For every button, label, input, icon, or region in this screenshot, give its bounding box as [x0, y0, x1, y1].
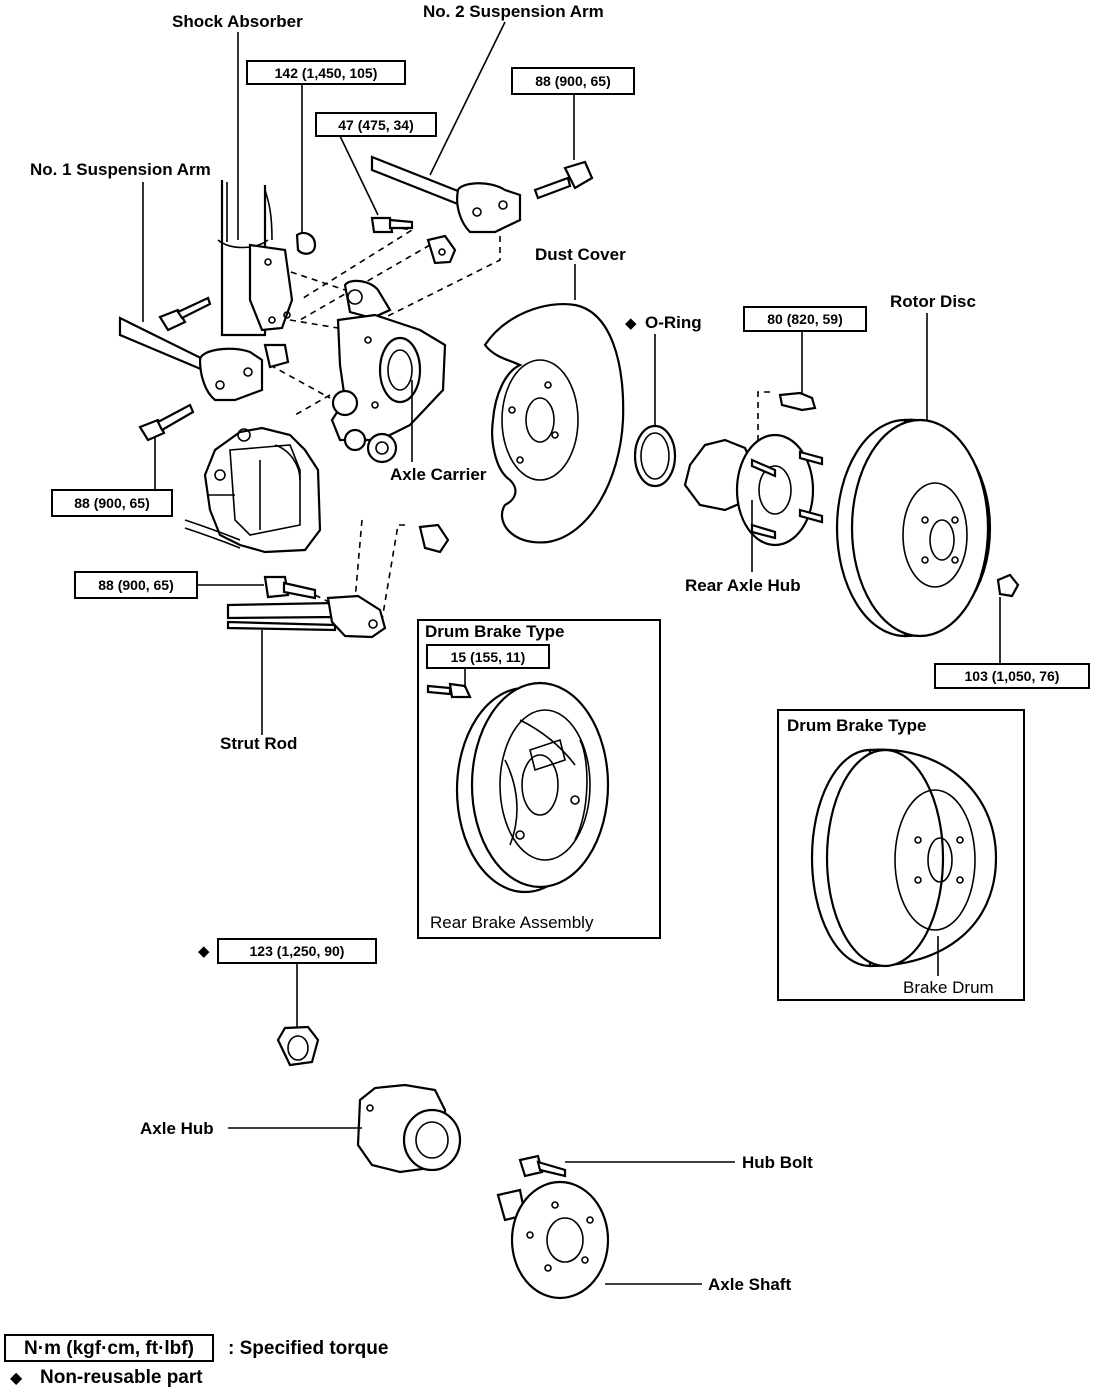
rear-brake-assembly-label: Rear Brake Assembly: [430, 913, 594, 932]
o-ring-part: [633, 424, 677, 488]
brake-drum-label: Brake Drum: [903, 978, 994, 997]
drum-brake-right-title: Drum Brake Type: [787, 716, 927, 735]
drum-brake-right-box: [777, 709, 1025, 1001]
torque-spec-88-top: 88 (900, 65): [511, 67, 635, 95]
dust-cover-part: [483, 303, 625, 544]
torque-spec-15: 15 (155, 11): [426, 644, 550, 669]
legend-nonreusable-icon: ◆: [10, 1370, 23, 1387]
torque-value: 103 (1,050, 76): [965, 668, 1060, 684]
torque-spec-88-caliper: 88 (900, 65): [51, 489, 173, 517]
axle-hub-nut-part: [276, 1025, 320, 1067]
no2-suspension-arm-label: No. 2 Suspension Arm: [423, 2, 604, 21]
shock-absorber-label: Shock Absorber: [172, 12, 303, 31]
strut-rod-part: [226, 594, 387, 639]
axle-shaft-label: Axle Shaft: [708, 1275, 791, 1294]
drum-brake-left-title: Drum Brake Type: [425, 622, 565, 641]
carrier-fasteners: [138, 160, 594, 600]
torque-value: 88 (900, 65): [74, 495, 150, 511]
hub-bolt-label: Hub Bolt: [742, 1153, 813, 1172]
torque-spec-47: 47 (475, 34): [315, 112, 437, 137]
legend-torque-desc: : Specified torque: [228, 1338, 388, 1359]
rear-axle-hub-label: Rear Axle Hub: [685, 576, 801, 595]
rear-axle-hub-part: [683, 391, 824, 547]
torque-value: 88 (900, 65): [535, 73, 611, 89]
torque-spec-142: 142 (1,450, 105): [246, 60, 406, 85]
leader-lines: [142, 21, 1001, 1285]
legend-nonreusable-desc: Non-reusable part: [40, 1367, 203, 1388]
torque-value: 142 (1,450, 105): [275, 65, 378, 81]
o-ring-label: O-Ring: [645, 313, 702, 332]
torque-spec-88-strut: 88 (900, 65): [74, 571, 198, 599]
legend: N·m (kgf·cm, ft·lbf) : Specified torque …: [4, 1334, 388, 1388]
axle-carrier-label: Axle Carrier: [390, 465, 487, 484]
torque-value: 15 (155, 11): [451, 649, 526, 665]
hub-bolt-part: [518, 1154, 567, 1178]
axle-hub-label: Axle Hub: [140, 1119, 214, 1138]
brake-caliper-part: [184, 426, 322, 554]
o-ring-nonreusable-icon: ◆: [625, 315, 637, 332]
strut-rod-label: Strut Rod: [220, 734, 297, 753]
legend-unit-box: N·m (kgf·cm, ft·lbf): [24, 1338, 194, 1359]
torque-spec-80: 80 (820, 59): [743, 306, 867, 332]
torque-spec-103: 103 (1,050, 76): [934, 663, 1090, 689]
dust-cover-label: Dust Cover: [535, 245, 626, 264]
axle-carrier-part: [330, 279, 447, 464]
torque-value: 88 (900, 65): [98, 577, 174, 593]
torque-value: 47 (475, 34): [338, 117, 414, 133]
nonreusable-icon: ◆: [198, 943, 210, 960]
shock-absorber-part: [217, 180, 294, 337]
torque-value: 80 (820, 59): [767, 311, 843, 327]
rotor-disc-part: [835, 418, 1020, 638]
no1-suspension-arm-label: No. 1 Suspension Arm: [30, 160, 211, 179]
no1-suspension-arm-part: [118, 316, 264, 402]
torque-value: 123 (1,250, 90): [250, 943, 345, 959]
axle-shaft-part: [496, 1180, 610, 1300]
torque-spec-123: ◆ 123 (1,250, 90): [198, 938, 377, 964]
rotor-disc-label: Rotor Disc: [890, 292, 976, 311]
axle-hub-part: [356, 1083, 462, 1174]
no2-suspension-arm-part: [370, 155, 522, 234]
